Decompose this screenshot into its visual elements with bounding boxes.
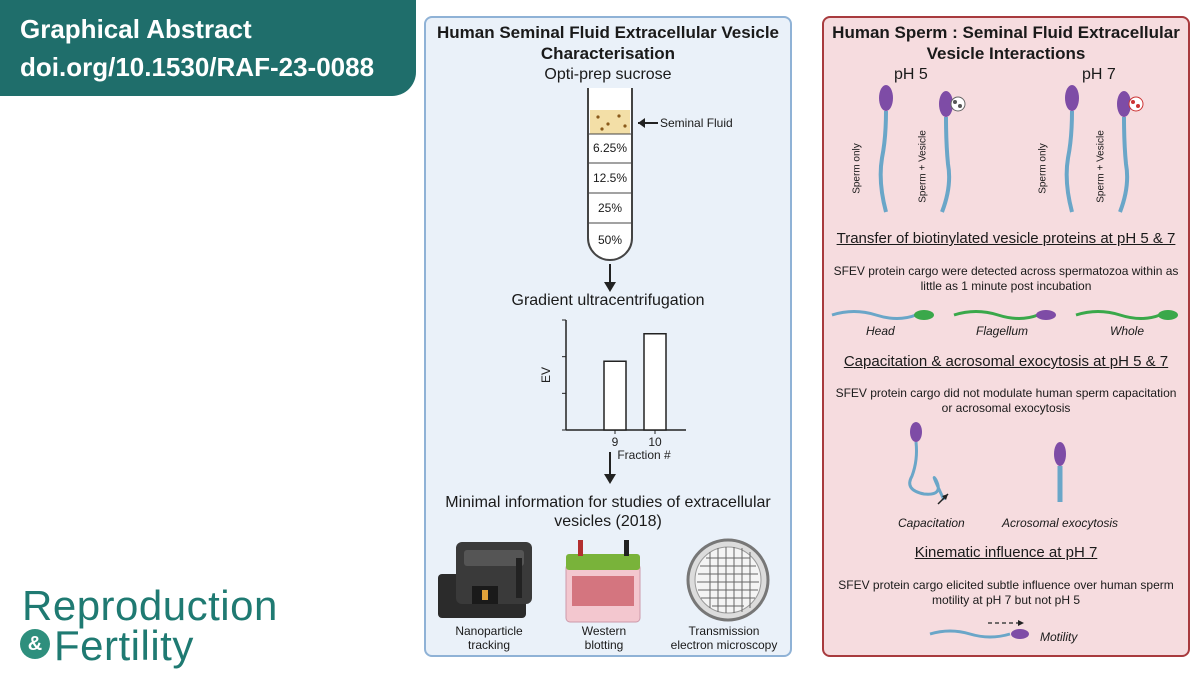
tool-nta-line2: tracking: [467, 638, 511, 652]
tool-tem-line2: electron microscopy: [670, 638, 778, 652]
section3-text-line2: motility at pH 7 but not pH 5: [931, 593, 1081, 607]
misev-line1: Minimal information for studies of extra…: [445, 494, 771, 511]
sperm-icon: [878, 85, 893, 213]
ph7-label: pH 7: [1082, 66, 1116, 83]
layer-3: 25%: [597, 201, 623, 215]
instruments-illustration: [438, 538, 770, 623]
layer-1: 6.25%: [592, 141, 628, 155]
sperm-icon: [1117, 91, 1144, 213]
right-title-line2: Vesicle Interactions: [926, 44, 1086, 63]
fluid-dot: [600, 127, 604, 131]
layer-4: 50%: [597, 233, 623, 247]
label-sperm-vesicle-ph5: Sperm + Vesicle: [917, 130, 929, 203]
vesicle-icon: [950, 96, 966, 112]
fluid-dot: [606, 122, 610, 126]
whole-labelled-sperm-icon: [1075, 310, 1178, 320]
header-title: Graphical Abstract: [20, 14, 252, 44]
section3-text-line1: SFEV protein cargo elicited subtle influ…: [838, 578, 1174, 592]
section1-text-line1: SFEV protein cargo were detected across …: [833, 264, 1179, 278]
left-title-line2: Characterisation: [540, 44, 676, 63]
x-tick-label: 10: [648, 435, 662, 449]
section1-text-line2: little as 1 minute post incubation: [920, 279, 1092, 293]
y-axis-label: EV: [539, 367, 553, 383]
acrosome-reacted-sperm-icon: [1054, 442, 1066, 502]
sperm-icon: [939, 91, 966, 213]
x-tick-label: 9: [612, 435, 619, 449]
logo-reproduction: Reproduction: [22, 582, 278, 629]
sperm-vesicle-illustration: [878, 85, 1144, 213]
label-motility: Motility: [1040, 630, 1078, 644]
tool-tem-line1: Transmission: [688, 624, 760, 638]
sperm-icon: [1064, 85, 1079, 213]
x-axis-label: Fraction #: [617, 448, 671, 460]
label-flagellum: Flagellum: [976, 324, 1029, 338]
head-labelled-sperm-icon: [831, 310, 934, 320]
section2-text-line2: or acrosomal exocytosis: [941, 401, 1071, 415]
layer-2: 12.5%: [592, 171, 628, 185]
tool-western-line2: blotting: [584, 638, 624, 652]
western-blot-icon: [565, 540, 641, 623]
tool-western-line1: Western: [581, 624, 627, 638]
seminal-fluid-layer: [590, 110, 630, 134]
tool-tem: Transmission electron microscopy: [660, 624, 788, 652]
label-capacitation: Capacitation: [898, 516, 965, 530]
logo-fertility: Fertility: [54, 622, 194, 669]
tube-label: Seminal Fluid: [660, 116, 733, 130]
section3-title: Kinematic influence at pH 7: [914, 544, 1098, 561]
bar-fraction-9: [603, 360, 627, 431]
ph5-label: pH 5: [894, 66, 928, 83]
characterisation-panel: Human Seminal Fluid Extracellular Vesicl…: [424, 16, 792, 657]
tool-nta: Nanoparticle tracking: [434, 624, 544, 652]
fluid-dot: [623, 124, 627, 128]
interactions-panel: Human Sperm : Seminal Fluid Extracellula…: [822, 16, 1190, 657]
logo-ampersand: &: [20, 629, 50, 659]
label-head: Head: [866, 324, 895, 338]
gradient-tube-diagram: [587, 88, 658, 484]
capacitation-illustration: [908, 422, 1066, 505]
label-sperm-only-ph7: Sperm only: [1037, 143, 1049, 194]
misev-line2: vesicles (2018): [554, 513, 662, 530]
label-whole: Whole: [1110, 324, 1145, 338]
right-title-line1: Human Sperm : Seminal Fluid Extracellula…: [832, 23, 1180, 42]
vesicle-icon: [1128, 96, 1144, 112]
nanoparticle-tracker-icon: [438, 542, 532, 618]
motility-illustration: [929, 620, 1029, 639]
label-sperm-only-ph5: Sperm only: [851, 143, 863, 194]
section2-text-line1: SFEV protein cargo did not modulate huma…: [835, 386, 1177, 400]
left-title-line1: Human Seminal Fluid Extracellular Vesicl…: [436, 23, 780, 42]
capacitated-sperm-icon: [908, 422, 949, 505]
labelled-sperm-illustration: [831, 310, 1178, 320]
header-doi[interactable]: doi.org/10.1530/RAF-23-0088: [20, 52, 375, 82]
tool-nta-line1: Nanoparticle: [455, 624, 523, 638]
section1-title: Transfer of biotinylated vesicle protein…: [836, 230, 1176, 247]
fluid-dot: [617, 114, 621, 118]
tool-western: Western blotting: [554, 624, 654, 652]
fluid-dot: [596, 115, 600, 119]
section2-title: Capacitation & acrosomal exocytosis at p…: [843, 353, 1169, 370]
header-tab: Graphical Abstract doi.org/10.1530/RAF-2…: [0, 0, 416, 96]
sperm-icon: [929, 629, 1011, 639]
bar-fraction-10: [643, 333, 667, 431]
flagellum-labelled-sperm-icon: [953, 310, 1056, 320]
label-sperm-vesicle-ph7: Sperm + Vesicle: [1095, 130, 1107, 203]
tem-grid-icon: [686, 538, 770, 622]
label-acrosomal-exocytosis: Acrosomal exocytosis: [1002, 516, 1119, 530]
method-label: Opti-prep sucrose: [544, 66, 672, 83]
step-ultracentrifugation: Gradient ultracentrifugation: [511, 292, 705, 309]
